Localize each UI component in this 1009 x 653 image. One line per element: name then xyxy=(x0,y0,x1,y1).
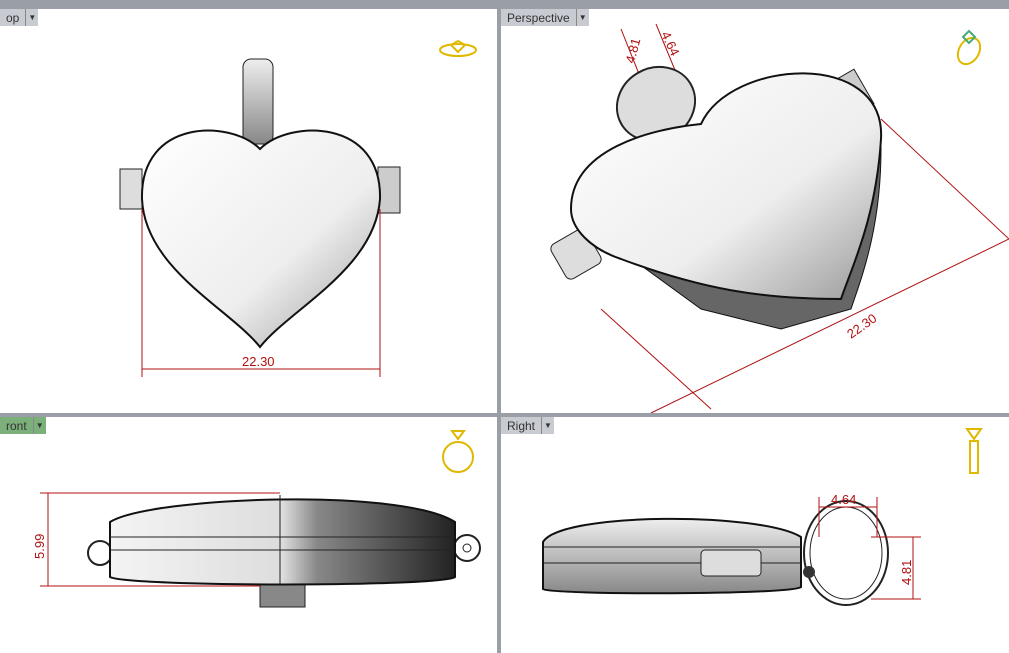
ring-perspective-icon xyxy=(956,29,982,66)
dimension-bail-height: 4.81 xyxy=(899,560,914,585)
hinge-left xyxy=(119,168,143,210)
hinge-right xyxy=(377,166,401,214)
dimension-length: 22.30 xyxy=(844,311,879,342)
heart-right xyxy=(542,517,802,595)
viewport-front[interactable]: 5.99 ront▼ xyxy=(0,417,497,653)
heart-top xyxy=(140,129,382,349)
viewport-tab-front[interactable]: ront▼ xyxy=(0,417,46,434)
viewport-perspective[interactable]: 4.81 4.64 22.30 Perspective▼ xyxy=(501,9,1009,413)
viewport-tab-perspective[interactable]: Perspective▼ xyxy=(501,9,589,26)
viewport-top[interactable]: 22.30 op▼ xyxy=(0,9,497,413)
dropdown-arrow-icon: ▼ xyxy=(32,417,46,434)
heart-front xyxy=(109,498,456,586)
dropdown-arrow-icon: ▼ xyxy=(575,9,589,26)
viewport-tab-top[interactable]: op▼ xyxy=(0,9,39,26)
dimension-bail-thickness: 4.81 xyxy=(622,36,643,64)
dropdown-arrow-icon: ▼ xyxy=(25,9,38,26)
viewport-tab-right[interactable]: Right▼ xyxy=(501,417,555,434)
ring-right-icon xyxy=(965,428,983,474)
dimension-width: 22.30 xyxy=(242,354,275,369)
bail xyxy=(242,58,274,145)
viewport-right[interactable]: 4.64 4.81 Right▼ xyxy=(501,417,1009,653)
heart-perspective xyxy=(569,72,883,301)
dimension-thickness: 5.99 xyxy=(32,534,47,559)
ring-top-icon xyxy=(439,39,477,57)
dropdown-arrow-icon: ▼ xyxy=(541,417,554,434)
ring-front-icon xyxy=(442,430,474,473)
dimension-bail-width: 4.64 xyxy=(831,492,856,507)
dimension-bail-width: 4.64 xyxy=(658,29,682,58)
